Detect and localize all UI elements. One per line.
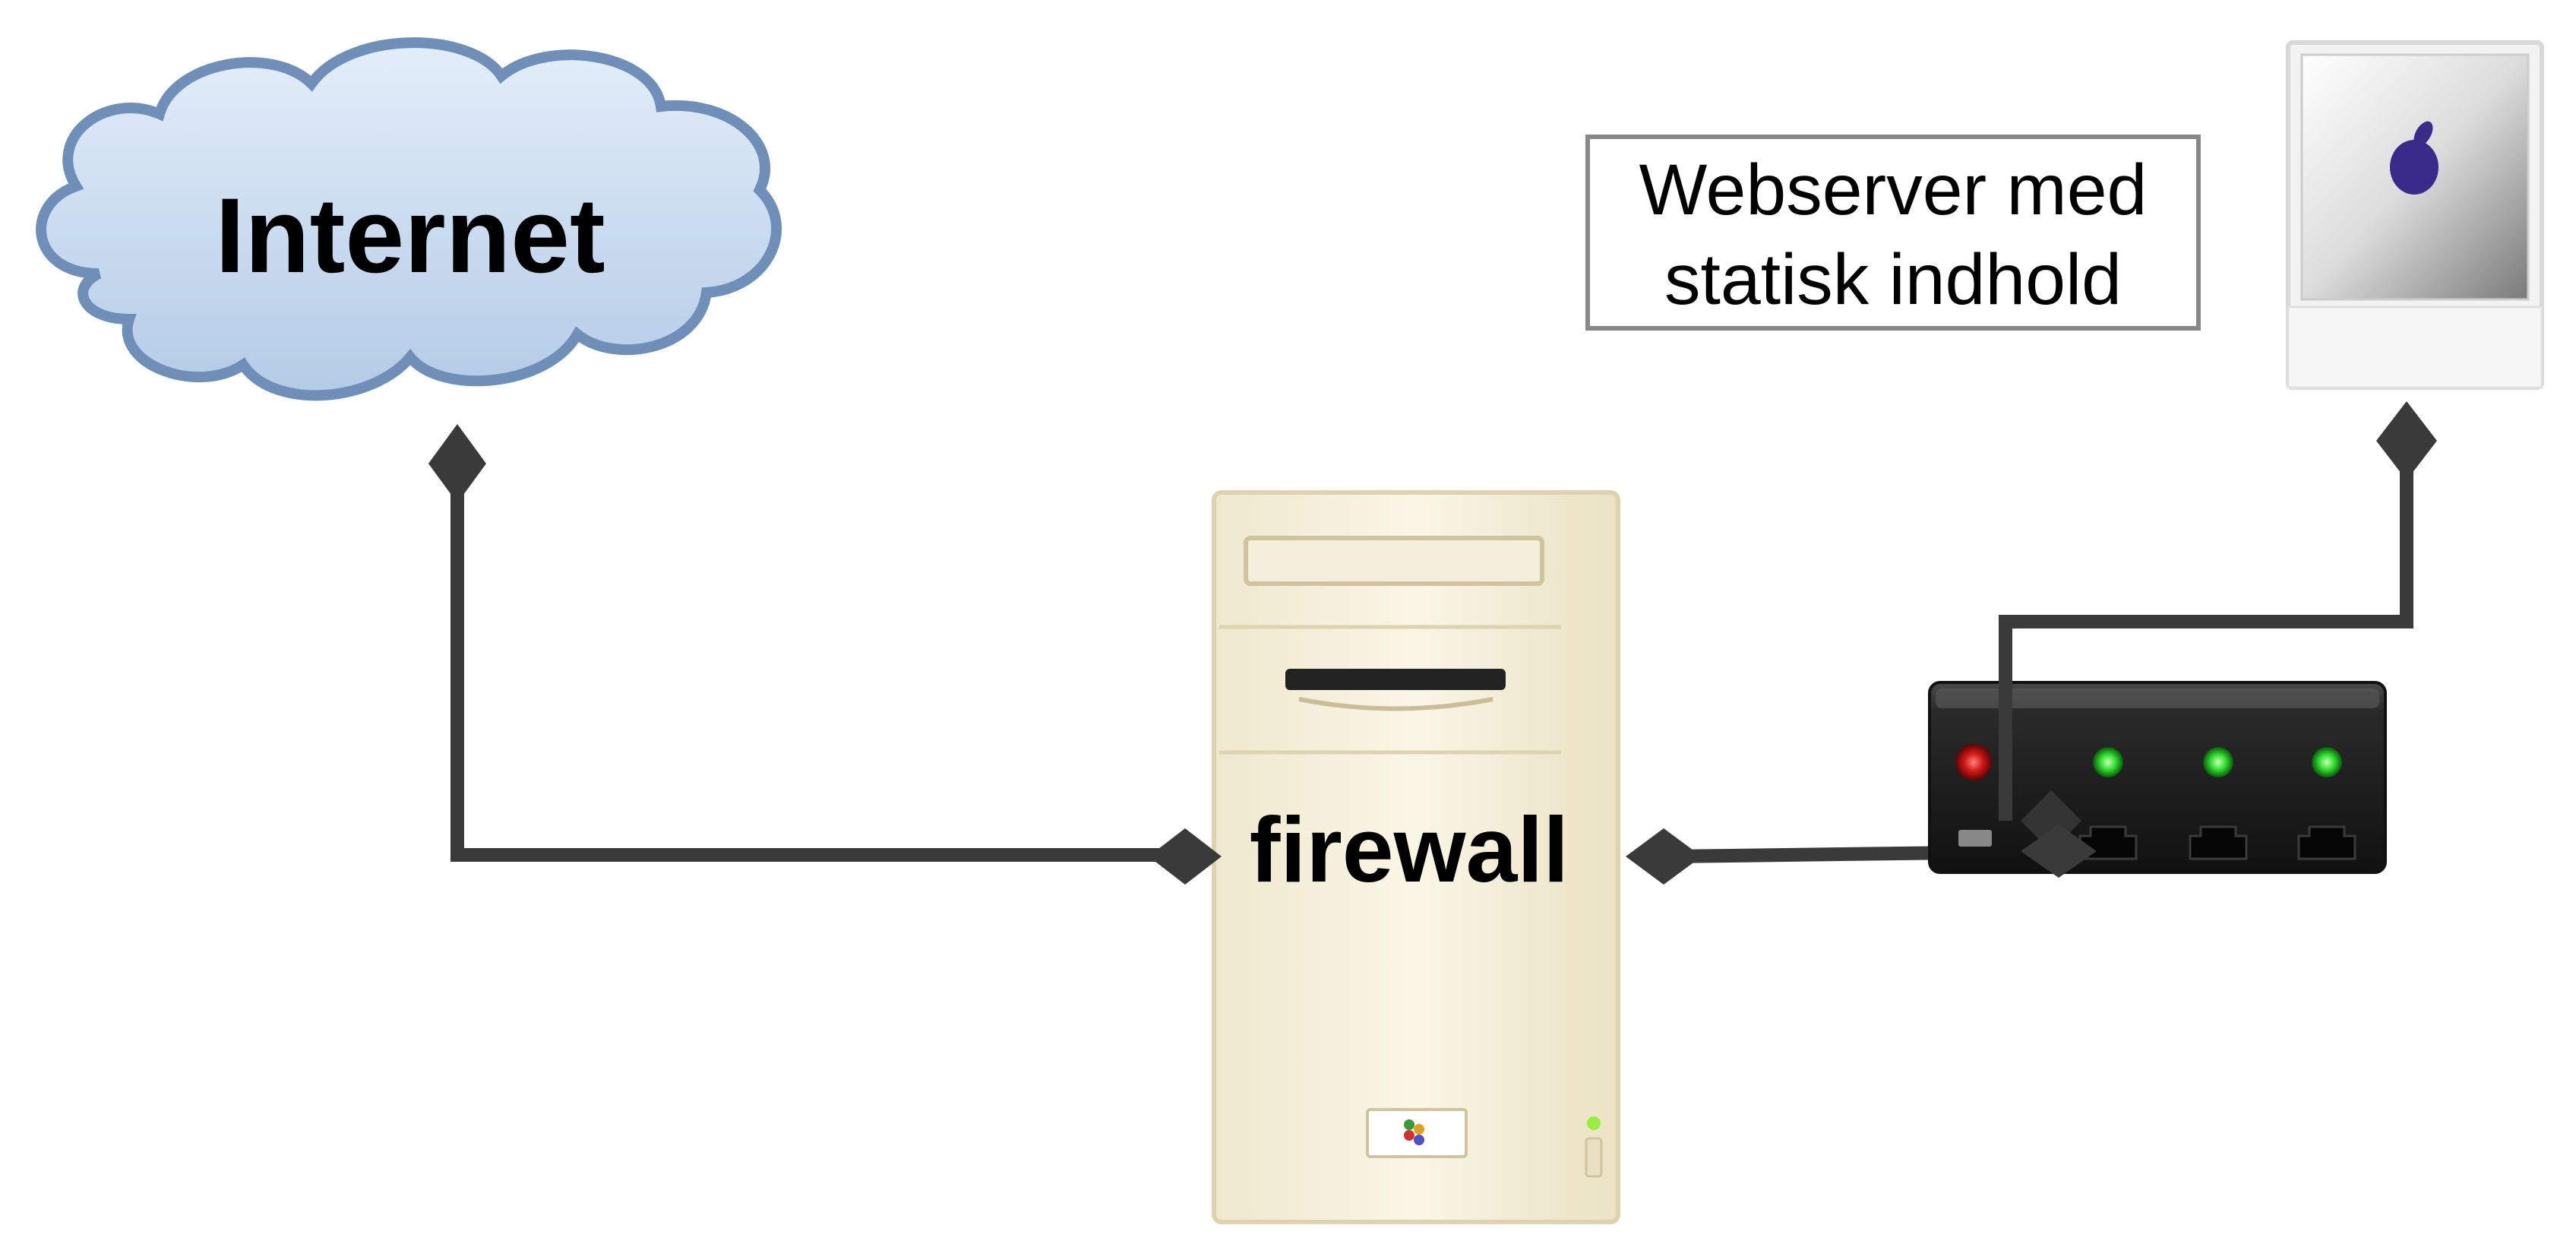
- network-switch-icon: [1928, 681, 2387, 874]
- firewall-node: firewall: [1212, 490, 1620, 1224]
- firewall-label: firewall: [1250, 798, 1569, 901]
- desktop-tower-icon: [1212, 490, 1620, 1224]
- diamond-endpoint-firewall-left: [1149, 828, 1222, 885]
- diamond-endpoint-webserver: [2376, 401, 2437, 480]
- switch-node: [1928, 681, 2387, 874]
- internet-node: Internet: [36, 37, 782, 401]
- diamond-endpoint-firewall-right: [1626, 828, 1702, 885]
- diamond-endpoint-switch-right: [2021, 825, 2097, 878]
- internet-label: Internet: [215, 176, 605, 295]
- webserver-label-box: Webserver med statisk indhold: [1585, 135, 2201, 331]
- server-box-icon: [2286, 40, 2544, 390]
- webserver-node: Webserver med statisk indhold: [1585, 40, 2544, 390]
- connector-endpoints: [428, 401, 2437, 885]
- webserver-label-line2: statisk indhold: [1664, 239, 2122, 320]
- diamond-endpoint-internet: [428, 424, 486, 503]
- internet-firewall-connector: [450, 465, 1181, 862]
- cloud-icon: [36, 37, 782, 401]
- webserver-label-line1: Webserver med: [1639, 150, 2148, 230]
